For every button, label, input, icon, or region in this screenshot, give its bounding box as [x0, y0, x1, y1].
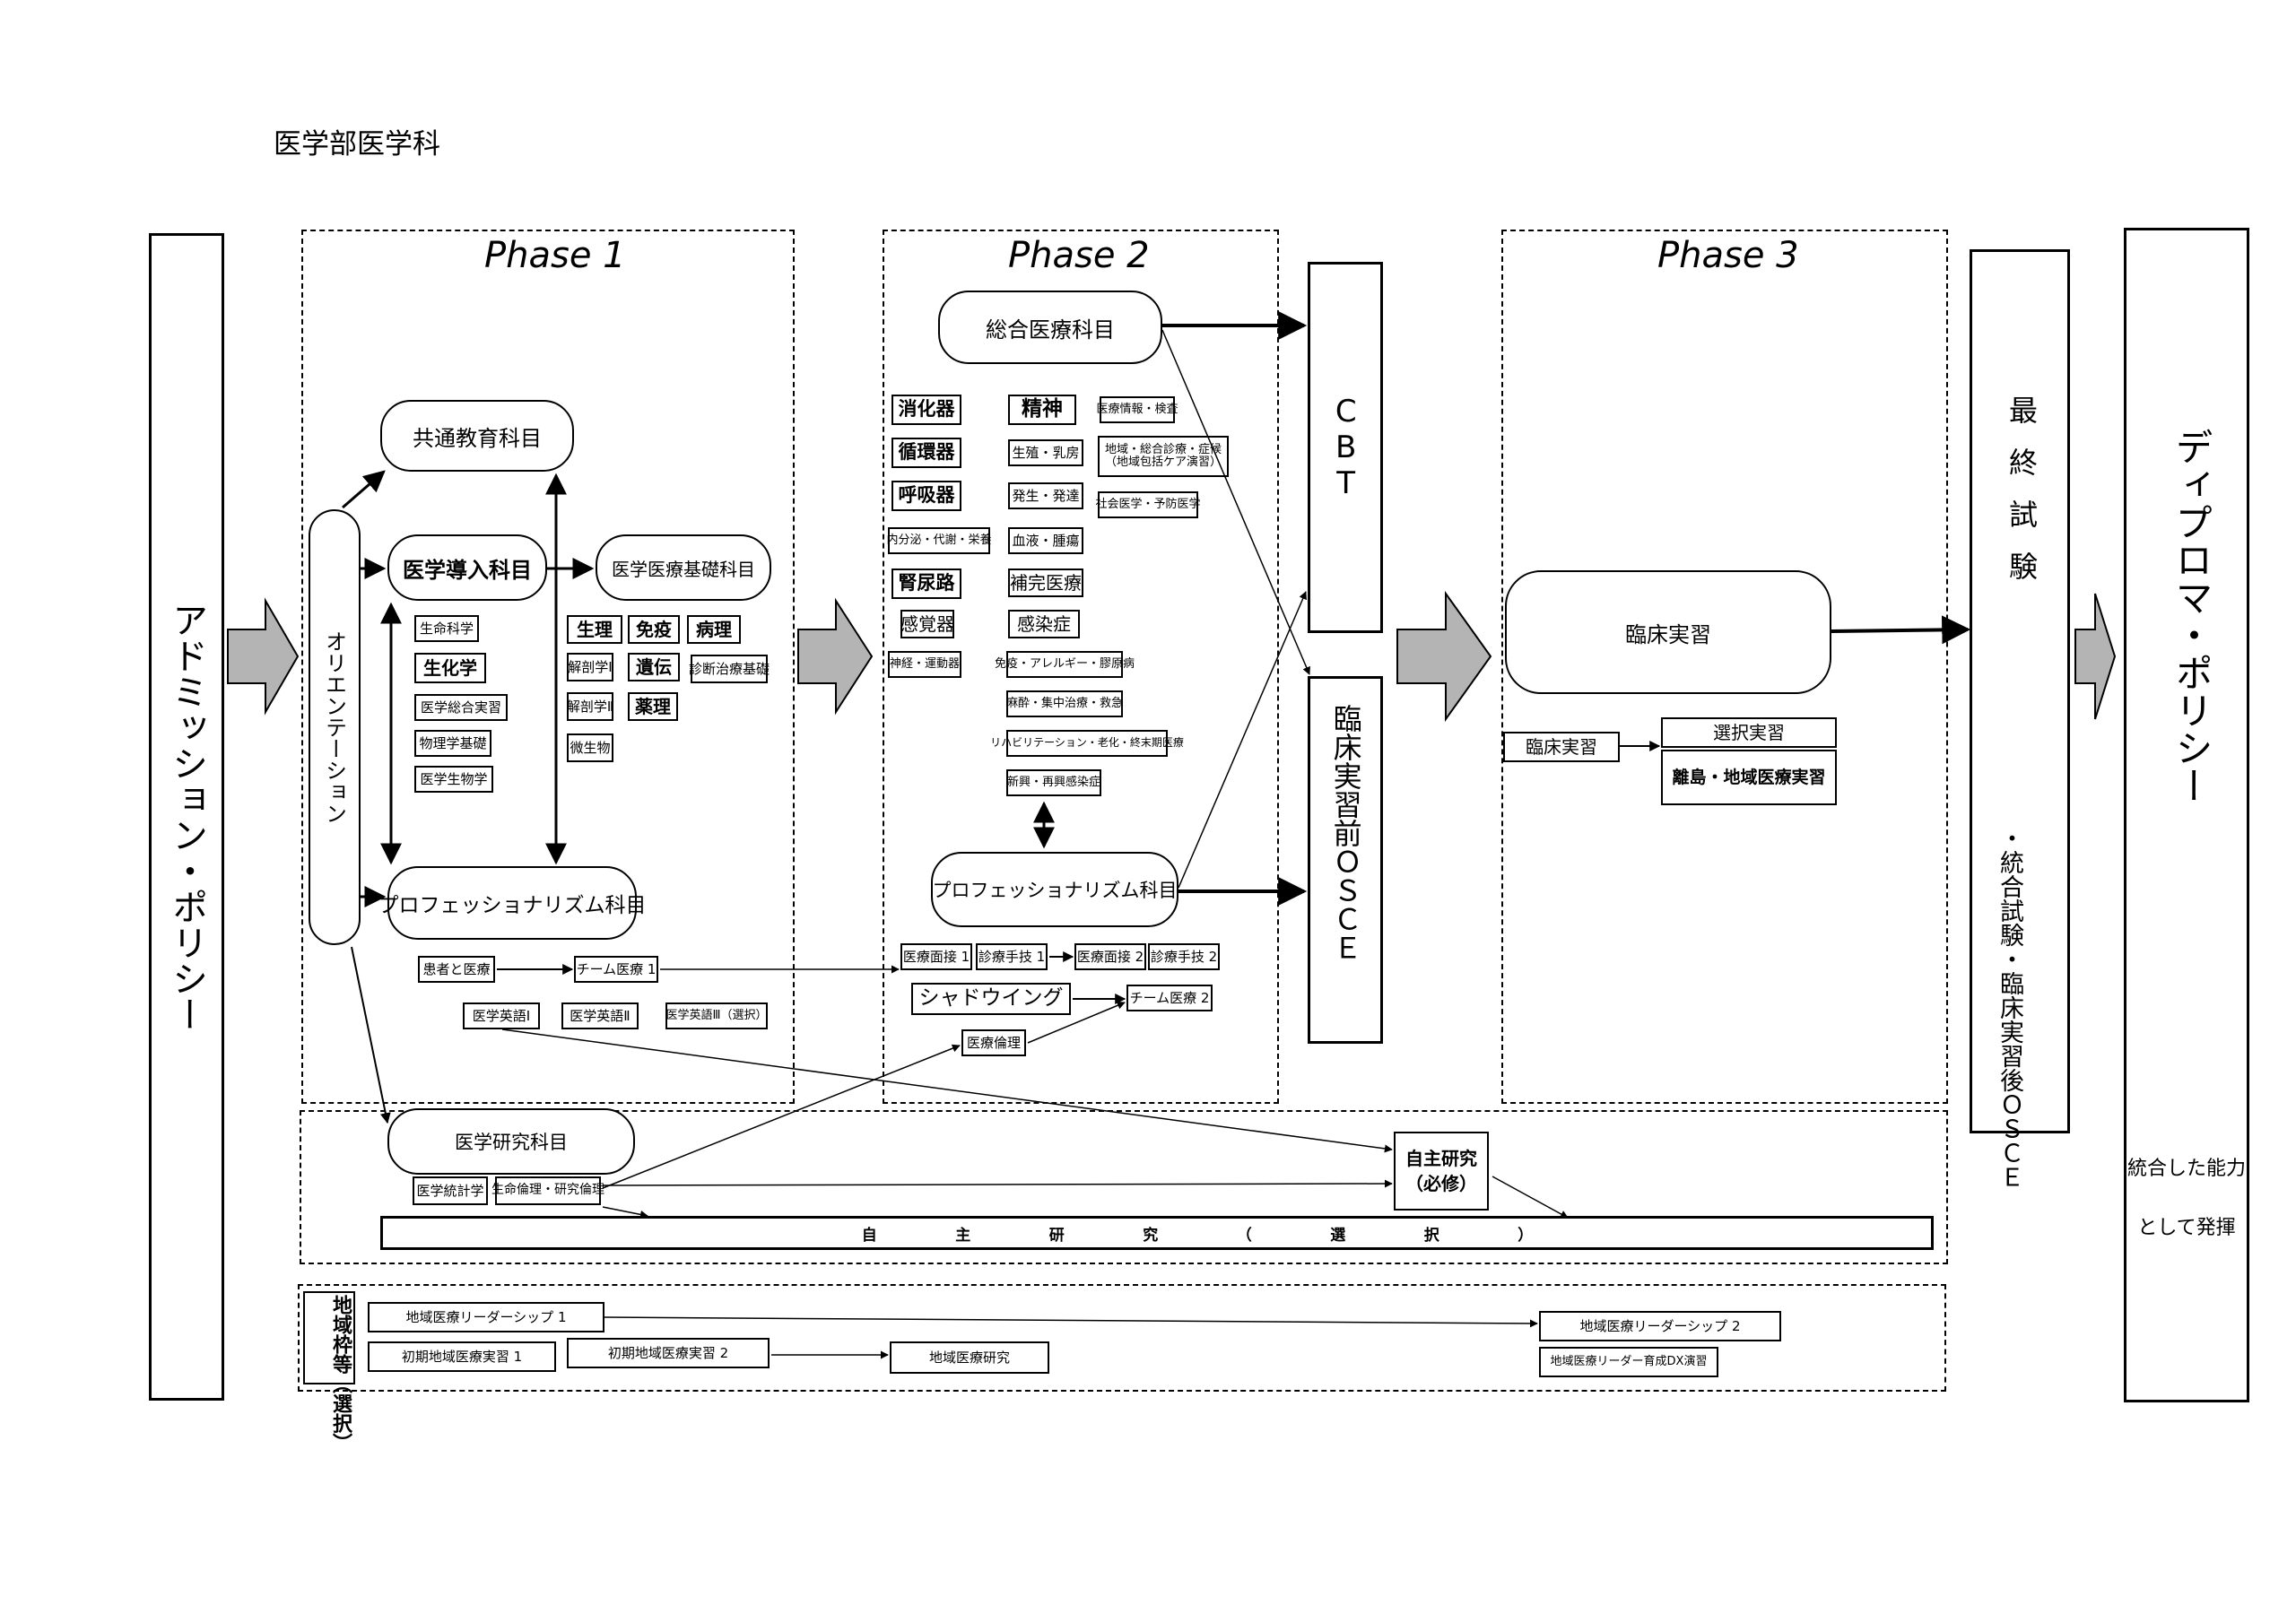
general-medicine: 総合医療科目 [938, 291, 1162, 364]
intro-courses: 医学導入科目 [387, 534, 547, 601]
final-exam-title: 最終試験 [2005, 395, 2039, 603]
organ-item: 感覚器 [900, 610, 954, 638]
organ-item: 神経・運動器 [888, 651, 961, 678]
basic-item: 生理 [567, 615, 622, 644]
phase2-title: Phase 2 [1008, 235, 1150, 276]
english-2: 医学英語Ⅱ [561, 1002, 639, 1029]
professionalism-1: プロフェッショナリズム科目 [378, 866, 647, 940]
professionalism-2: プロフェッショナリズム科目 [931, 852, 1178, 927]
basic-item: 微生物 [567, 733, 613, 762]
organ-item: 新興・再興感染症 [1006, 769, 1101, 796]
organ-item: 補完医療 [1008, 568, 1083, 597]
english-1: 医学英語Ⅰ [463, 1002, 540, 1029]
basic-courses: 医学医療基礎科目 [596, 534, 771, 601]
basic-item: 薬理 [628, 692, 678, 721]
final-exam: 最終試験 ・統合試験・臨床実習後ＯＳＣＥ [1970, 249, 2070, 1189]
phase3-frame [1501, 230, 1948, 1104]
interview-2: 医療面接 2 [1074, 943, 1146, 970]
basic-item: 解剖学Ⅱ [567, 692, 613, 721]
arrow-admission [227, 597, 300, 716]
organ-item: 感染症 [1008, 610, 1080, 638]
intro-item: 生命科学 [414, 615, 479, 642]
basic-item: 診断治療基礎 [689, 655, 770, 683]
organ-item: 呼吸器 [891, 481, 961, 511]
intro-item: 医学総合実習 [414, 694, 508, 721]
organ-item: 生殖・乳房 [1008, 439, 1083, 466]
organ-item: 地域・総合診療・症候 （地域包括ケア演習） [1098, 436, 1229, 477]
english-3: 医学英語Ⅲ（選択） [665, 1002, 768, 1029]
diploma-policy: ディプロマ・ポリシー 統合した能力 として発揮 [2124, 228, 2249, 1402]
orientation: オリエンテーション [309, 509, 361, 945]
team-medicine-1: チーム医療 1 [574, 956, 658, 983]
early-regional-2: 初期地域医療実習 2 [567, 1338, 770, 1368]
shadowing: シャドウイング [911, 983, 1071, 1015]
organ-item: 医療情報・検査 [1097, 396, 1178, 423]
arrow-phase1-2 [797, 597, 874, 716]
regional-frame [298, 1284, 1946, 1392]
organ-item: 社会医学・予防医学 [1096, 491, 1201, 518]
regional-dx: 地域医療リーダー育成DX演習 [1539, 1347, 1718, 1377]
clinical-practice-small: 臨床実習 [1503, 732, 1620, 762]
cbt-box: CBT [1308, 262, 1383, 633]
interview-1: 医療面接 1 [900, 943, 972, 970]
admission-policy: アドミッション・ポリシー [149, 233, 224, 1401]
organ-item: 免疫・アレルギー・膠原病 [995, 651, 1135, 678]
arrow-cbt-phase3 [1396, 590, 1492, 723]
medical-ethics: 医療倫理 [961, 1029, 1026, 1056]
regional-label: 地域枠等（選択） [303, 1291, 355, 1453]
clinical-practice: 臨床実習 [1505, 570, 1831, 694]
pre-osce-box: 臨床実習前ＯＳＣＥ [1308, 676, 1383, 1044]
basic-item: 免疫 [628, 615, 680, 644]
diploma-policy-title: ディプロマ・ポリシー [2170, 428, 2213, 804]
independent-research-elective: 自 主 研 究 （ 選 択 ） [380, 1216, 1934, 1250]
phase1-title: Phase 1 [484, 235, 626, 276]
independent-research-required: 自主研究 （必修） [1394, 1132, 1489, 1211]
early-regional-1: 初期地域医療実習 1 [368, 1341, 556, 1372]
skill-2: 診療手技 2 [1148, 943, 1220, 970]
regional-leadership-2: 地域医療リーダーシップ 2 [1539, 1311, 1781, 1341]
organ-item: 腎尿路 [891, 568, 961, 599]
regional-leadership-1: 地域医療リーダーシップ 1 [368, 1302, 604, 1332]
patient-medicine: 患者と医療 [418, 956, 495, 983]
organ-item: 発生・発達 [1008, 482, 1083, 509]
intro-item: 生化学 [414, 653, 486, 683]
final-exam-items: ・統合試験・臨床実習後ＯＳＣＥ [1996, 826, 2023, 1189]
organ-item: リハビリテーション・老化・終末期医療 [990, 730, 1184, 757]
skill-1: 診療手技 1 [976, 943, 1048, 970]
organ-item: 循環器 [891, 438, 961, 468]
basic-item: 病理 [687, 615, 741, 644]
organ-item: 精神 [1008, 395, 1076, 425]
remote-practice: 離島・地域医療実習 [1661, 750, 1837, 805]
basic-item: 解剖学Ⅰ [567, 653, 613, 681]
regional-research: 地域医療研究 [890, 1341, 1049, 1374]
organ-item: 消化器 [891, 395, 961, 425]
elective-practice: 選択実習 [1661, 717, 1837, 748]
basic-item: 遺伝 [628, 653, 680, 681]
team-medicine-2: チーム医療 2 [1126, 985, 1213, 1011]
intro-item: 医学生物学 [414, 766, 493, 793]
statistics: 医学統計学 [413, 1176, 488, 1205]
arrow-final-diploma [2074, 593, 2117, 720]
page-title: 医学部医学科 [274, 128, 440, 161]
bioethics: 生命倫理・研究倫理 [491, 1176, 604, 1205]
common-education: 共通教育科目 [380, 400, 574, 472]
organ-item: 麻酔・集中治療・救急 [1006, 690, 1123, 717]
phase3-title: Phase 3 [1657, 235, 1799, 276]
intro-item: 物理学基礎 [414, 730, 491, 757]
organ-item: 内分泌・代謝・栄養 [887, 527, 992, 554]
organ-item: 血液・腫瘍 [1008, 527, 1083, 554]
diploma-note-2: として発揮 [2137, 1217, 2236, 1239]
research-course: 医学研究科目 [387, 1108, 635, 1175]
diploma-note-1: 統合した能力 [2126, 1158, 2246, 1180]
